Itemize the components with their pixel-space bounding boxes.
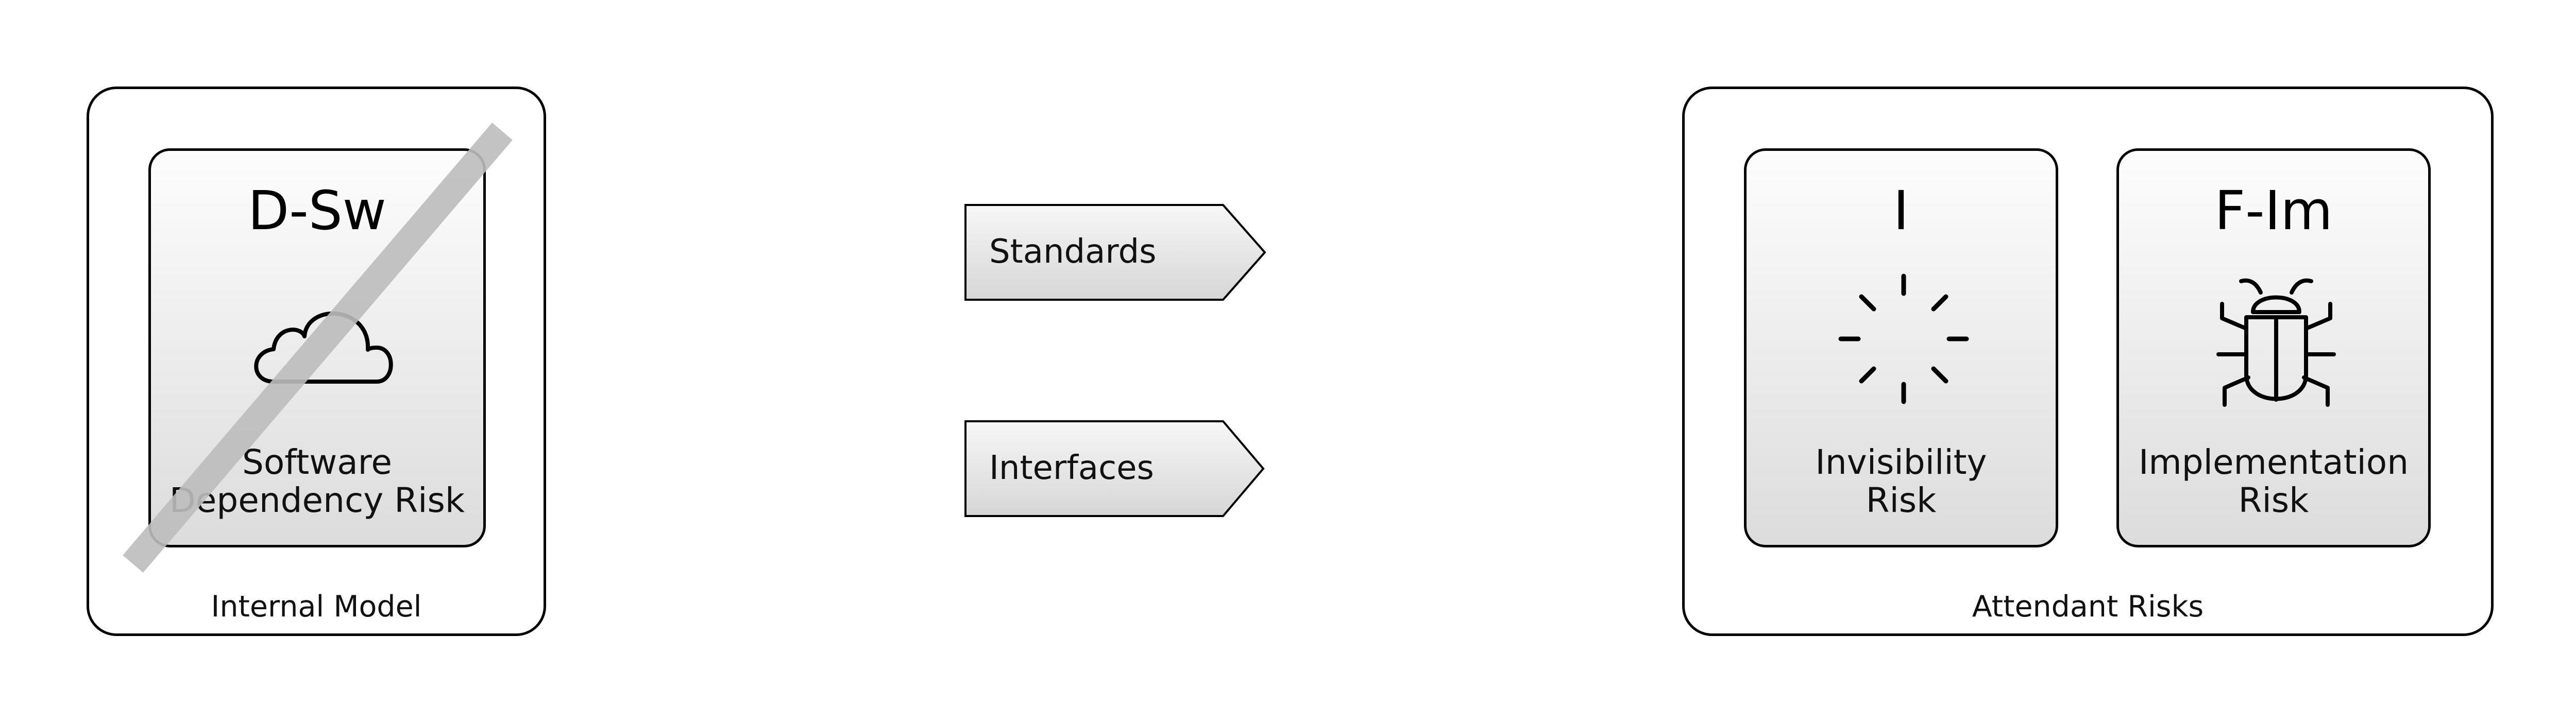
risk-card-invisibility: I Invisibility Risk <box>1744 148 2058 547</box>
standards-arrow <box>964 204 1266 301</box>
risk-name-line-1: Implementation <box>2138 442 2409 482</box>
risk-name-line-1: Invisibility <box>1815 442 1987 482</box>
risk-name-line-2: Dependency Risk <box>169 480 465 520</box>
risk-name-line-2: Risk <box>1866 480 1937 520</box>
cloud-icon <box>254 311 393 384</box>
arrow-label-interfaces: Interfaces <box>989 449 1154 487</box>
arrow-label-standards: Standards <box>989 233 1157 271</box>
risk-code: F-Im <box>2214 179 2333 242</box>
risk-name: Invisibility Risk <box>1747 443 2056 520</box>
bug-icon <box>2216 278 2336 407</box>
interfaces-arrow <box>964 420 1265 517</box>
risk-name: Software Dependency Risk <box>151 443 483 520</box>
risk-card-implementation: F-Im Implementation Risk <box>2116 148 2431 547</box>
risk-name-line-1: Software <box>242 442 392 482</box>
loading-spinner-icon <box>1838 273 1969 404</box>
strikethrough-bar <box>123 123 513 573</box>
group-label-attendant-risks: Attendant Risks <box>1972 590 2204 624</box>
risk-name-line-2: Risk <box>2238 480 2309 520</box>
group-label-internal-model: Internal Model <box>211 590 422 624</box>
risk-code: D-Sw <box>248 179 386 242</box>
risk-name: Implementation Risk <box>2119 443 2428 520</box>
risk-code: I <box>1893 179 1909 242</box>
